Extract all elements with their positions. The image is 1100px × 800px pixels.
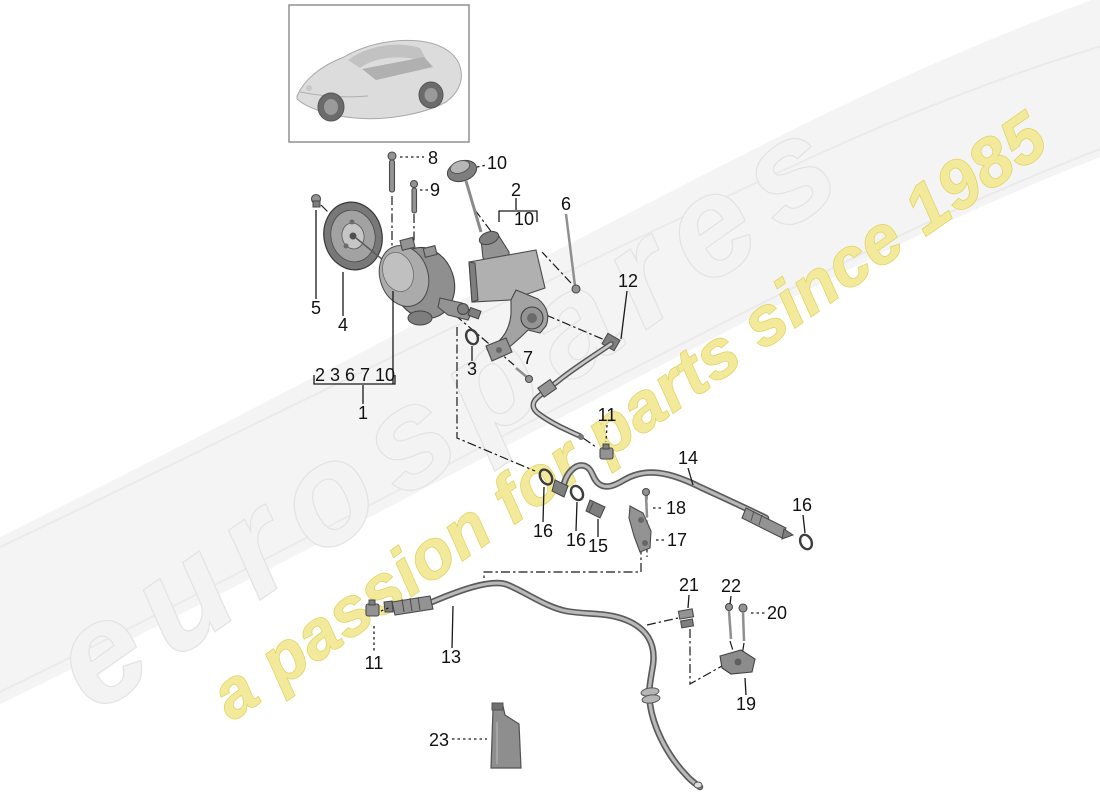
callout-4: 4 xyxy=(338,315,348,335)
part-pump-body xyxy=(378,236,482,326)
callout-10-bracket: 10 xyxy=(514,209,534,229)
part-bracket-17 xyxy=(628,505,652,553)
part-oring-16-right xyxy=(798,533,814,551)
part-bracket-19 xyxy=(719,649,756,675)
part-pulley-4 xyxy=(323,201,392,271)
part-return-hose-14 xyxy=(551,462,795,540)
callout-15: 15 xyxy=(588,536,608,556)
callout-leader-lines xyxy=(313,156,806,740)
part-union-15 xyxy=(585,499,606,519)
callout-2: 2 xyxy=(511,180,521,200)
part-bolt-5 xyxy=(310,193,322,208)
callout-20: 20 xyxy=(767,603,787,623)
callout-22: 22 xyxy=(721,576,741,596)
callout-19: 19 xyxy=(736,694,756,714)
part-oring-3 xyxy=(464,328,480,346)
part-oil-bottle-23 xyxy=(490,702,522,769)
callout-8: 8 xyxy=(428,148,438,168)
callout-23: 23 xyxy=(429,730,449,750)
part-bolt-20 xyxy=(738,603,748,642)
part-oring-16-mid xyxy=(569,484,585,502)
callout-16-right: 16 xyxy=(792,495,812,515)
part-bolt-8 xyxy=(387,151,397,193)
part-pressure-line-12 xyxy=(530,332,621,440)
callout-16-left: 16 xyxy=(533,521,553,541)
part-suction-hose-13 xyxy=(383,579,704,791)
part-bolt-22 xyxy=(724,602,734,640)
part-reservoir-cap-10 xyxy=(446,159,483,233)
part-bolt-9 xyxy=(409,179,419,214)
callout-17: 17 xyxy=(667,530,687,550)
callout-9: 9 xyxy=(430,180,440,200)
callout-10-cap: 10 xyxy=(487,153,507,173)
callout-18: 18 xyxy=(666,498,686,518)
callout-14: 14 xyxy=(678,448,698,468)
callout-1: 1 xyxy=(358,403,368,423)
part-bolt-7 xyxy=(515,367,534,384)
group-bracket-underline xyxy=(313,375,396,385)
part-reservoir-2 xyxy=(468,230,549,362)
callout-21: 21 xyxy=(679,575,699,595)
part-bolt-6 xyxy=(564,213,581,294)
part-bolt-18 xyxy=(641,487,651,518)
porsche-coupe-icon xyxy=(296,39,462,122)
callout-7: 7 xyxy=(523,348,533,368)
callout-12: 12 xyxy=(618,271,638,291)
callout-13: 13 xyxy=(441,647,461,667)
callout-6: 6 xyxy=(561,194,571,214)
callout-11-upper: 11 xyxy=(598,405,617,425)
callout-16-mid: 16 xyxy=(566,530,586,550)
callout-group-1: 2 3 6 7 10 xyxy=(315,365,395,385)
callout-11-lower: 11 xyxy=(365,653,384,673)
car-thumbnail-image xyxy=(288,4,470,143)
part-clamp-11-upper xyxy=(599,443,614,460)
part-oring-16-left xyxy=(538,468,554,486)
callout-5: 5 xyxy=(311,298,321,318)
reservoir-bracket xyxy=(498,210,538,222)
part-clamp-11-lower xyxy=(365,599,380,617)
part-clamp-21 xyxy=(677,608,695,629)
watermark-swoosh xyxy=(0,0,1100,705)
callout-3: 3 xyxy=(467,359,477,379)
